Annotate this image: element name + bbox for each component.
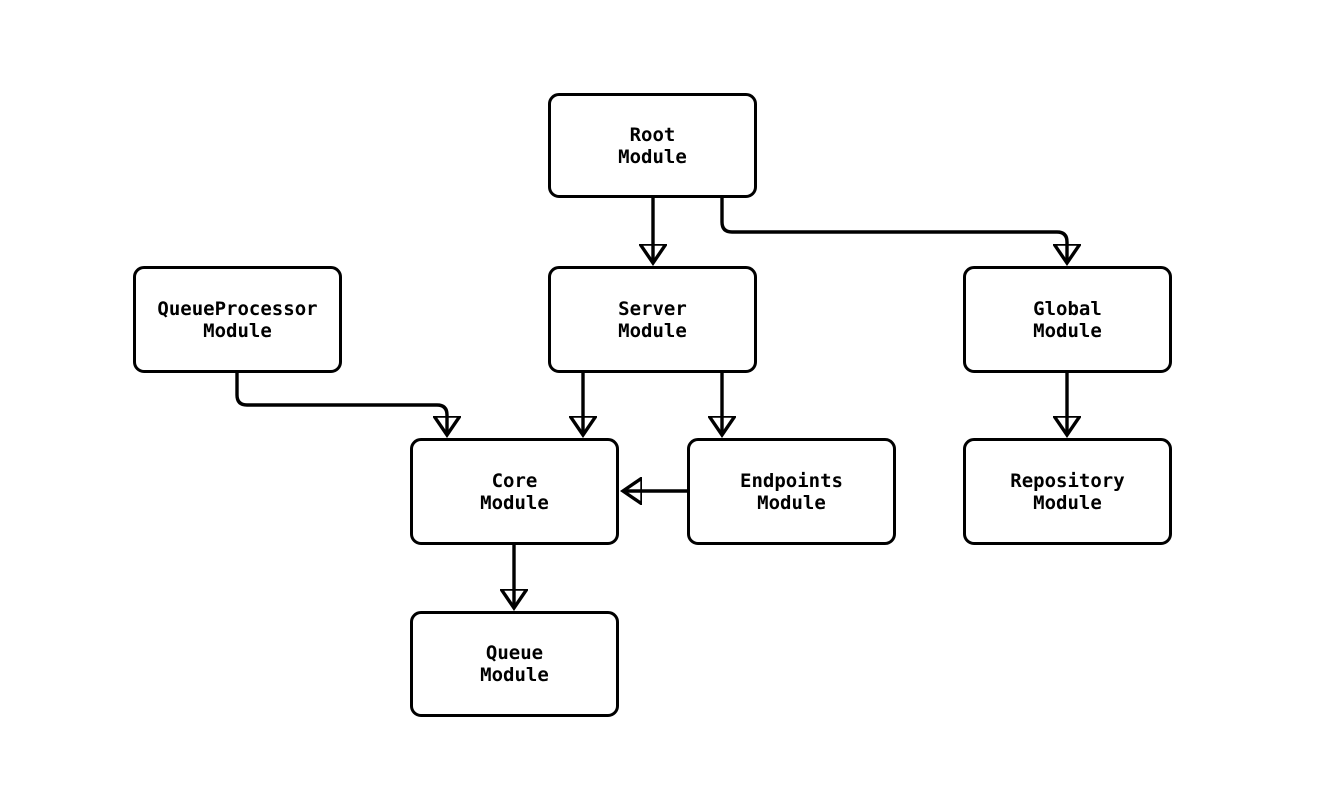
node-label-line1: QueueProcessor (157, 297, 318, 320)
node-repository-module: Repository Module (963, 438, 1172, 545)
node-label-line2: Module (618, 145, 687, 168)
edge-queueprocessor-to-core (235, 373, 447, 435)
node-label-line2: Module (618, 319, 687, 342)
node-label-line1: Root (629, 123, 676, 146)
node-label-line1: Global (1033, 297, 1102, 320)
node-label-line2: Module (480, 664, 549, 686)
node-core-module: Core Module (410, 438, 619, 545)
node-queueprocessor-module: QueueProcessor Module (133, 266, 342, 373)
node-label-line1: Core (491, 469, 538, 492)
node-label-line2: Module (1033, 319, 1102, 342)
node-label-line2: Module (480, 491, 549, 514)
node-label-line1: Server (618, 297, 687, 320)
node-label-line2: Module (203, 319, 272, 342)
node-label-line1: Queue (485, 642, 544, 664)
node-root-module: Root Module (548, 93, 757, 198)
node-endpoints-module: Endpoints Module (687, 438, 896, 545)
node-label-line2: Module (1033, 491, 1102, 514)
node-global-module: Global Module (963, 266, 1172, 373)
node-label-line1: Endpoints (740, 469, 843, 492)
node-server-module: Server Module (548, 266, 757, 373)
edge-root-to-global (720, 198, 1067, 263)
node-label-line2: Module (757, 491, 826, 514)
node-label-line1: Repository (1010, 469, 1125, 492)
node-queue-module: Queue Module (410, 611, 619, 717)
